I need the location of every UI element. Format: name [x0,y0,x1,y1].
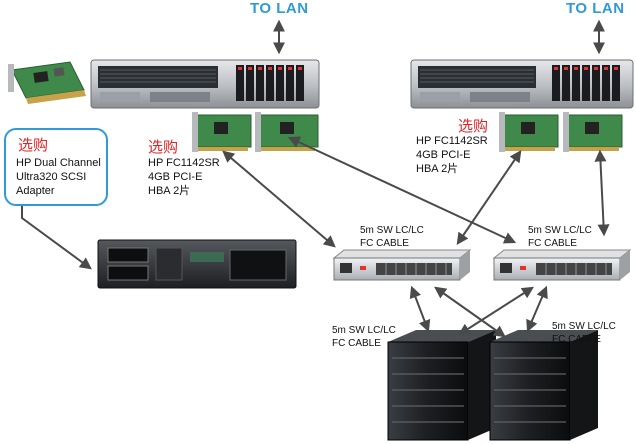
hba-right-optional-tag: 选购 [458,117,489,135]
cable-label-switch-right: 5m SW LC/LC FC CABLE [528,224,592,250]
cable-label-switch-left-line-2: FC CABLE [360,238,409,249]
arrow-hba-left-to-switch-left [222,150,336,248]
cable-label-switch-right-line-2: FC CABLE [528,238,577,249]
cable-label-storage-left-line-1: 5m SW LC/LC [332,325,396,336]
fc-switch-right [492,249,632,281]
arrow-callout-to-tape [21,202,92,270]
hba-card-left-1 [192,112,252,152]
hba-card-right-2 [563,112,623,152]
hba-left-optional-tag: 选购 [148,138,179,156]
callout-line-2: Ultra320 SCSI [16,171,87,183]
hba-card-right-1 [499,112,559,152]
arrow-switch-right-to-storage-right [526,285,548,333]
storage-rack-right [489,330,598,441]
server-right [410,59,634,109]
fc-switch-left [332,249,472,281]
to-lan-label-left: TO LAN [250,0,309,17]
server-left [90,59,320,109]
hba-right-line-3: HBA 2片 [416,163,459,175]
arrow-switch-right-to-storage-left [457,286,535,336]
cable-label-switch-right-line-1: 5m SW LC/LC [528,225,592,236]
callout-line-1: HP Dual Channel [16,157,101,169]
callout-optional-tag: 选购 [18,136,49,154]
hba-left-line-3: HBA 2片 [148,185,191,197]
cable-label-storage-right: 5m SW LC/LC FC CABLE [552,320,616,346]
scsi-adapter-card [8,61,86,104]
hba-left-line-2: 4GB PCI-E [148,171,203,183]
hba-right-line-2: 4GB PCI-E [416,149,471,161]
cable-label-storage-right-line-2: FC CABLE [552,334,601,345]
arrow-hba-right-to-switch-left [456,150,522,245]
arrow-hba-right-to-switch-right [594,149,610,237]
storage-rack-left [387,330,496,441]
tape-library [97,239,297,289]
callout-line-3: Adapter [16,185,55,197]
cable-label-storage-left-line-2: FC CABLE [332,338,381,349]
arrow-switch-left-to-storage-left [409,285,431,333]
scsi-adapter-callout: 选购 HP Dual Channel Ultra320 SCSI Adapter [4,128,108,206]
cable-label-storage-right-line-1: 5m SW LC/LC [552,321,616,332]
cable-label-switch-left-line-1: 5m SW LC/LC [360,225,424,236]
cable-label-switch-left: 5m SW LC/LC FC CABLE [360,224,424,250]
hba-left-line-1: HP FC1142SR [148,157,220,169]
hba-right-line-1: HP FC1142SR [416,135,488,147]
hba-left-spec: HP FC1142SR 4GB PCI-E HBA 2片 [148,156,220,198]
hba-right-spec: HP FC1142SR 4GB PCI-E HBA 2片 [416,134,488,176]
cable-label-storage-left: 5m SW LC/LC FC CABLE [332,324,396,350]
to-lan-label-right: TO LAN [566,0,625,17]
